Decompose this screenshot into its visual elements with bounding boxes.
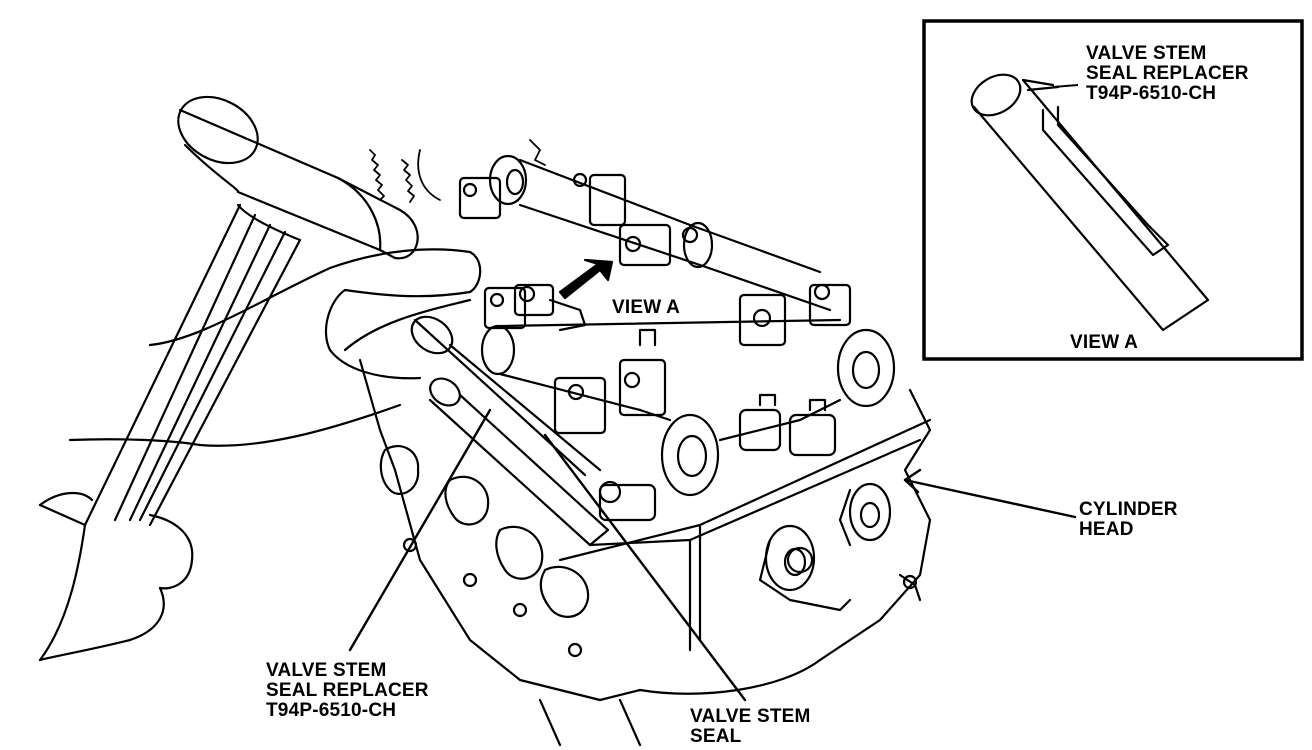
- inset-tool-label-line-2: SEAL REPLACER: [1086, 63, 1249, 84]
- inset-frame: [922, 19, 1304, 361]
- leader-lines: [348, 408, 1077, 702]
- inset-caption: VIEW A: [1070, 332, 1139, 353]
- inset-tool-label-line-1: VALVE STEM: [1086, 43, 1207, 64]
- head-bosses: [758, 482, 922, 612]
- intake-ports: [379, 444, 590, 658]
- view-a-inset: [922, 19, 1304, 361]
- hammer-head: [177, 95, 419, 260]
- valve-stem-seal-label-line-2: SEAL: [690, 726, 742, 747]
- inset-tool-label-line-3: T94P-6510-CH: [1086, 83, 1217, 104]
- tool-label-line-2: SEAL REPLACER: [266, 680, 429, 701]
- hand-upper: [68, 248, 482, 447]
- camshaft-rear: [488, 154, 832, 312]
- seal-leader-line: [543, 433, 747, 702]
- valve-stem-seal-label-line-1: VALVE STEM: [690, 706, 811, 727]
- view-a-arrow: [548, 258, 614, 332]
- cylinder-head-label-line-2: HEAD: [1079, 519, 1134, 540]
- camshaft-front: [480, 318, 896, 497]
- tool-label: VALVE STEM SEAL REPLACER T94P-6510-CH: [266, 661, 429, 721]
- hammer-handle: [83, 203, 302, 527]
- cylinder-head-label: CYLINDER HEAD: [1079, 500, 1178, 540]
- hand-lower: [38, 492, 194, 662]
- valve-springs: [598, 328, 837, 522]
- inset-tool-label: VALVE STEM SEAL REPLACER T94P-6510-CH: [1086, 44, 1249, 104]
- valve-stem-seal-label: VALVE STEM SEAL: [690, 707, 811, 747]
- tool-in-engine: [410, 315, 610, 547]
- tool-label-line-3: T94P-6510-CH: [266, 700, 397, 721]
- cylinder-head-label-line-1: CYLINDER: [1079, 499, 1178, 520]
- view-a-callout-label: VIEW A: [612, 297, 681, 318]
- tool-label-line-1: VALVE STEM: [266, 660, 387, 681]
- cylinder-head-leader-line: [903, 478, 1077, 519]
- cylinder-head-body: [343, 298, 932, 747]
- tool-leader-line: [348, 408, 492, 652]
- inset-leader-line: [1052, 84, 1079, 88]
- timing-belt: [369, 139, 546, 203]
- inset-tool-drawing: [970, 73, 1210, 332]
